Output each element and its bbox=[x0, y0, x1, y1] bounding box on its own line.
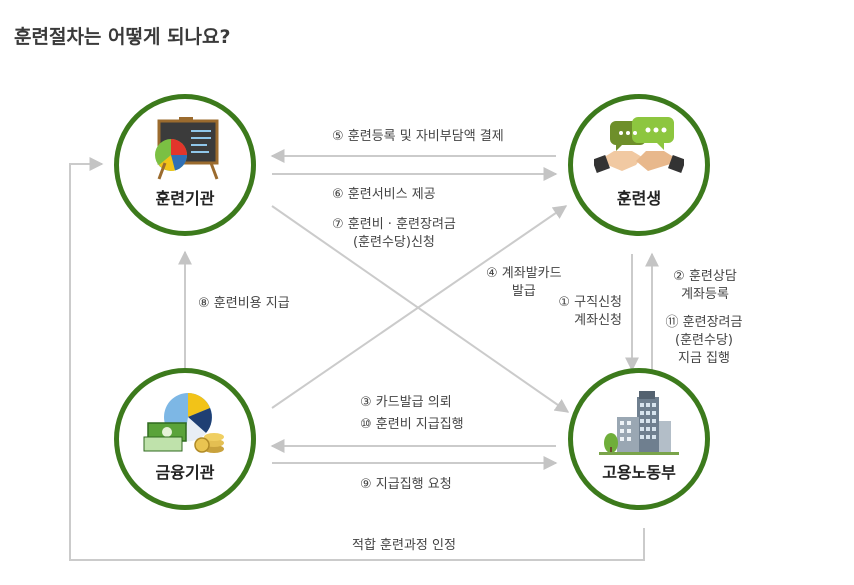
label-step-3: ③ 카드발급 의뢰 bbox=[360, 395, 452, 410]
label-step-4-line2: 발급 bbox=[511, 284, 536, 299]
label-step-2: ② 훈련상담 계좌등록 bbox=[664, 268, 746, 304]
label-step-11-line3: 지금 집행 bbox=[678, 351, 730, 366]
label-step-11-line2: (훈련수당) bbox=[675, 333, 733, 348]
label-step-7: ⑦ 훈련비 · 훈련장려금 (훈련수당)신청 bbox=[332, 216, 456, 252]
node-trainee: 훈련생 bbox=[568, 94, 710, 236]
pie-chart-money-icon bbox=[119, 391, 251, 455]
chalkboard-icon bbox=[119, 117, 251, 181]
node-ministry-of-labor: 고용노동부 bbox=[568, 368, 710, 510]
arrow-step-7 bbox=[271, 205, 570, 413]
label-step-11: ⑪ 훈련장려금 (훈련수당) 지금 집행 bbox=[660, 314, 748, 368]
node-label-training-institution: 훈련기관 bbox=[155, 189, 215, 208]
node-label-trainee: 훈련생 bbox=[616, 189, 662, 208]
label-course-approval: 적합 훈련과정 인정 bbox=[352, 538, 456, 553]
label-step-2-line2: 계좌등록 bbox=[681, 287, 729, 302]
arrow-step-4 bbox=[271, 205, 568, 409]
handshake-icon bbox=[573, 117, 705, 181]
node-label-financial-institution: 금융기관 bbox=[155, 463, 215, 482]
label-step-1: ① 구직신청 계좌신청 bbox=[546, 294, 622, 330]
label-step-4: ④ 계좌발카드 발급 bbox=[486, 265, 562, 301]
label-step-7-line1: ⑦ 훈련비 · 훈련장려금 bbox=[332, 217, 456, 232]
label-step-9: ⑨ 지급집행 요청 bbox=[360, 477, 452, 492]
page-title: 훈련절차는 어떻게 되나요? bbox=[14, 26, 231, 48]
label-step-2-line1: ② 훈련상담 bbox=[673, 269, 737, 284]
label-step-5: ⑤ 훈련등록 및 자비부담액 결제 bbox=[332, 129, 504, 144]
label-step-11-line1: ⑪ 훈련장려금 bbox=[665, 315, 743, 330]
node-training-institution: 훈련기관 bbox=[114, 94, 256, 236]
node-label-ministry-of-labor: 고용노동부 bbox=[602, 463, 676, 482]
label-step-4-line1: ④ 계좌발카드 bbox=[486, 266, 562, 281]
label-step-10: ⑩ 훈련비 지급집행 bbox=[360, 417, 464, 432]
building-icon bbox=[573, 391, 705, 455]
label-step-6: ⑥ 훈련서비스 제공 bbox=[332, 187, 436, 202]
arrow-course-approval bbox=[69, 157, 645, 561]
label-step-8: ⑧ 훈련비용 지급 bbox=[198, 296, 290, 311]
node-financial-institution: 금융기관 bbox=[114, 368, 256, 510]
label-step-1-line1: ① 구직신청 bbox=[558, 295, 622, 310]
label-step-1-line2: 계좌신청 bbox=[574, 313, 622, 328]
label-step-7-line2: (훈련수당)신청 bbox=[352, 235, 435, 250]
